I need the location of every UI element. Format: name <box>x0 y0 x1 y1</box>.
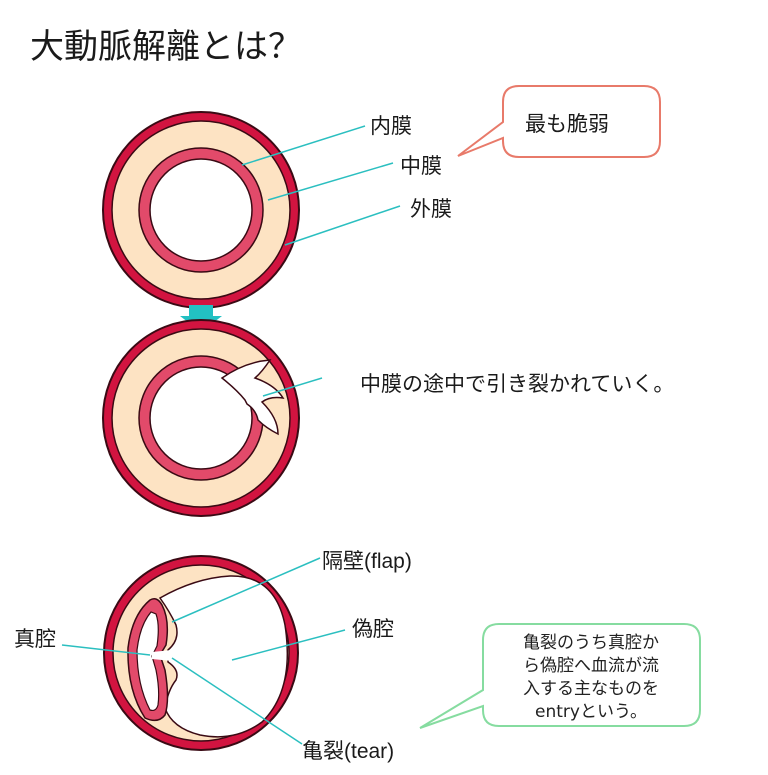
true-lumen <box>136 611 160 712</box>
false-lumen-leader-line <box>231 629 346 661</box>
adventitia-leader-line <box>284 205 401 246</box>
intima-leader-line <box>241 125 366 166</box>
weakest-label: 最も脆弱 <box>525 112 609 136</box>
tear-entry-leader-line <box>171 657 303 745</box>
entry-tear-opening <box>152 650 172 661</box>
false-lumen-label: 偽腔 <box>352 617 394 641</box>
adventitia-label: 外膜 <box>410 197 452 221</box>
lumen-2 <box>149 366 253 470</box>
true-lumen-leader-line <box>61 644 151 656</box>
true-lumen-label: 真腔 <box>14 627 56 651</box>
page-title: 大動脈解離とは？ <box>30 27 302 67</box>
media-label: 中膜 <box>400 154 442 178</box>
media-leader-line <box>267 162 394 201</box>
normal-aorta-cross-section <box>102 111 300 309</box>
down-arrow-icon <box>180 305 222 332</box>
septum-label: 隔壁(flap) <box>322 550 412 573</box>
lumen <box>149 158 253 262</box>
entry-note-line-4: entryという。 <box>535 702 647 722</box>
tear-leader-line <box>262 377 323 397</box>
entry-note-line-3: 入する主なものを <box>523 679 659 699</box>
dissected-aorta-cross-section <box>103 555 299 751</box>
tear-label: 亀裂(tear) <box>302 740 394 763</box>
septum-leader-line <box>171 557 321 623</box>
weakest-callout <box>457 85 661 158</box>
false-lumen <box>158 575 289 738</box>
entry-note-line-2: ら偽腔へ血流が流 <box>523 656 659 676</box>
entry-note-line-1: 亀裂のうち真腔か <box>523 633 659 653</box>
media-tear-shape <box>220 359 285 436</box>
tearing-description: 中膜の途中で引き裂かれていく。 <box>360 372 674 396</box>
intima-label: 内膜 <box>370 114 412 138</box>
tearing-aorta-cross-section <box>102 319 300 517</box>
entry-callout <box>419 623 701 729</box>
